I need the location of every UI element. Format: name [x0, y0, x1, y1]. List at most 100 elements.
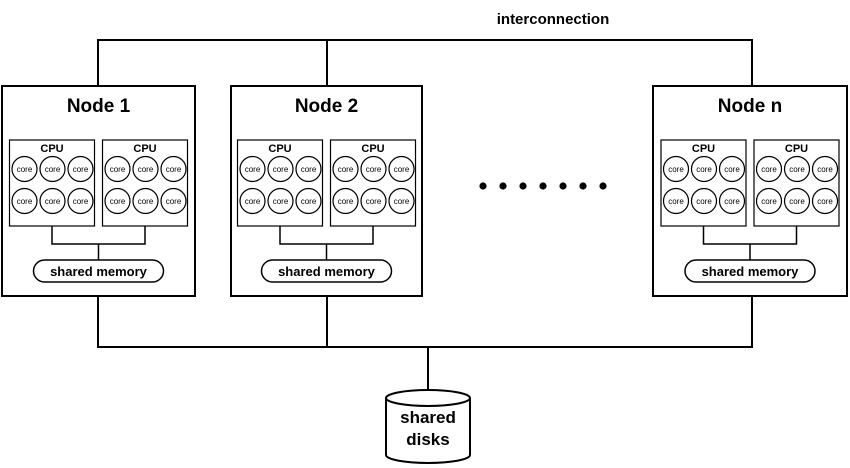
- cpu-label: CPU: [268, 143, 291, 155]
- node-title: Node 2: [295, 96, 358, 117]
- core: core: [160, 187, 187, 215]
- core: core: [662, 187, 690, 215]
- core: core: [267, 187, 294, 215]
- shared-memory: shared memory: [684, 259, 816, 283]
- core: core: [755, 187, 783, 215]
- core-circle: [160, 187, 187, 215]
- core-circle: [67, 187, 94, 215]
- core-circle: [104, 155, 131, 183]
- core-circle: [755, 187, 783, 215]
- core-circle: [360, 155, 387, 183]
- core-label: core: [696, 165, 712, 174]
- core: core: [132, 155, 159, 183]
- core-circle: [811, 155, 839, 183]
- core-label: core: [789, 197, 805, 206]
- core-circle: [67, 155, 94, 183]
- core-label: core: [366, 197, 382, 206]
- core: core: [67, 155, 94, 183]
- core-label: core: [73, 197, 89, 206]
- core-label: core: [110, 197, 126, 206]
- core-label: core: [338, 197, 354, 206]
- core: core: [360, 155, 387, 183]
- core-label: core: [668, 197, 684, 206]
- core: core: [11, 187, 38, 215]
- core: core: [39, 187, 66, 215]
- core: core: [811, 155, 839, 183]
- cpu-2: CPU core core core core core core: [329, 139, 417, 227]
- cpu-label: CPU: [361, 143, 384, 155]
- ellipsis-dot: [599, 182, 607, 190]
- core-label: core: [696, 197, 712, 206]
- ellipsis-dot: [499, 182, 507, 190]
- shared-disk-bus: [97, 295, 753, 348]
- core: core: [783, 155, 811, 183]
- core-label: core: [273, 197, 289, 206]
- shared-memory: shared memory: [32, 259, 165, 283]
- core: core: [132, 187, 159, 215]
- core: core: [690, 155, 718, 183]
- core-label: core: [73, 165, 89, 174]
- core: core: [755, 155, 783, 183]
- core-label: core: [724, 165, 740, 174]
- interconnection-label: interconnection: [497, 11, 610, 28]
- core-circle: [718, 187, 746, 215]
- core-circle: [11, 155, 38, 183]
- core-circle: [267, 187, 294, 215]
- core-label: core: [245, 197, 261, 206]
- core-label: core: [45, 197, 61, 206]
- core-circle: [662, 187, 690, 215]
- core: core: [11, 155, 38, 183]
- shared-disks: shared disks: [385, 389, 471, 464]
- core-label: core: [138, 197, 154, 206]
- ellipsis-dot: [559, 182, 567, 190]
- core-label: core: [338, 165, 354, 174]
- cpu-label: CPU: [692, 143, 715, 155]
- core-label: core: [724, 197, 740, 206]
- core-label: core: [761, 165, 777, 174]
- core-label: core: [301, 197, 317, 206]
- core-label: core: [817, 165, 833, 174]
- core: core: [718, 155, 746, 183]
- core-circle: [718, 155, 746, 183]
- shared-disks-label-line2: disks: [406, 430, 449, 449]
- core: core: [388, 155, 415, 183]
- core-label: core: [166, 165, 182, 174]
- core-label: core: [110, 165, 126, 174]
- node-3: Node n CPU core core core core core core CPU core…: [652, 85, 848, 297]
- cpu-1: CPU core core core core core core: [660, 139, 747, 227]
- core: core: [360, 187, 387, 215]
- core: core: [783, 187, 811, 215]
- core-label: core: [668, 165, 684, 174]
- cpu-label: CPU: [133, 143, 156, 155]
- core: core: [104, 187, 131, 215]
- core: core: [718, 187, 746, 215]
- core-circle: [295, 155, 322, 183]
- core-label: core: [245, 165, 261, 174]
- core-circle: [267, 155, 294, 183]
- core-circle: [160, 155, 187, 183]
- core-circle: [811, 187, 839, 215]
- core: core: [67, 187, 94, 215]
- ellipsis-dot: [519, 182, 527, 190]
- shared-memory-box: [32, 259, 165, 283]
- core: core: [690, 187, 718, 215]
- cpu-label: CPU: [785, 143, 808, 155]
- core-circle: [132, 187, 159, 215]
- shared-memory-label: shared memory: [278, 264, 376, 279]
- core-circle: [132, 155, 159, 183]
- core-label: core: [366, 165, 382, 174]
- core-label: core: [394, 165, 410, 174]
- core-circle: [332, 155, 359, 183]
- core: core: [388, 187, 415, 215]
- core: core: [332, 187, 359, 215]
- shared-disks-label-line1: shared: [400, 408, 456, 427]
- core: core: [239, 155, 266, 183]
- node-title: Node n: [718, 96, 782, 117]
- core-label: core: [789, 165, 805, 174]
- core: core: [662, 155, 690, 183]
- core-circle: [783, 155, 811, 183]
- core-circle: [39, 187, 66, 215]
